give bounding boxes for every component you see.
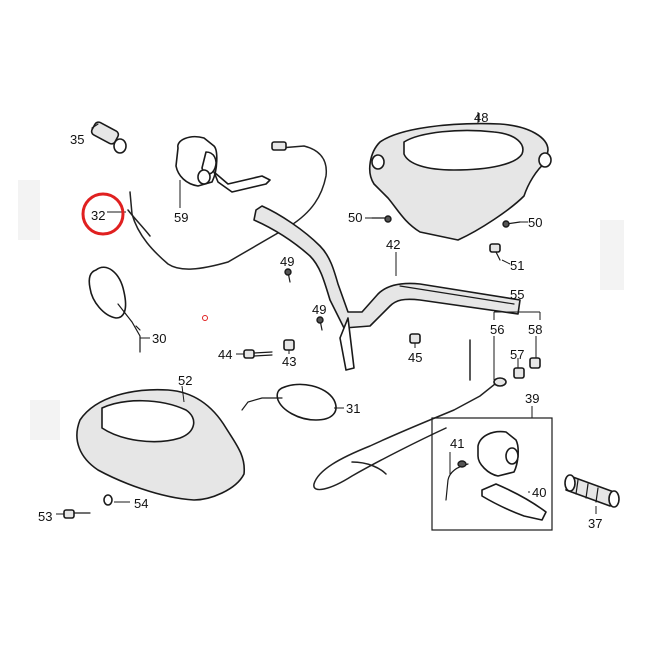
label-53: 53 xyxy=(38,509,52,524)
label-50-left: 50 xyxy=(348,210,362,225)
label-52: 52 xyxy=(178,373,192,388)
label-48: 48 xyxy=(474,110,488,125)
label-43: 43 xyxy=(282,354,296,369)
label-42: 42 xyxy=(386,237,400,252)
part-37-grip[interactable] xyxy=(564,474,620,514)
label-40: 40 xyxy=(532,485,546,500)
part-45-nut[interactable] xyxy=(409,333,421,348)
part-49-screw-lower[interactable] xyxy=(316,316,324,331)
label-56: 56 xyxy=(490,322,504,337)
label-39: 39 xyxy=(525,391,539,406)
part-49-screw-upper[interactable] xyxy=(284,268,292,283)
label-44: 44 xyxy=(218,347,232,362)
reference-dot xyxy=(202,315,208,321)
part-50-screw-right[interactable] xyxy=(502,220,528,228)
part-57-adjuster[interactable] xyxy=(513,358,525,379)
label-49-upper: 49 xyxy=(280,254,294,269)
part-58-nut[interactable] xyxy=(529,336,541,369)
highlight-circle-part-32 xyxy=(81,192,125,236)
label-55: 55 xyxy=(510,287,524,302)
label-31: 31 xyxy=(346,401,360,416)
part-51-bolt[interactable] xyxy=(489,243,511,265)
part-50-screw-left[interactable] xyxy=(365,215,392,223)
part-39-lever-assembly-box[interactable] xyxy=(431,406,553,531)
label-45: 45 xyxy=(408,350,422,365)
label-41: 41 xyxy=(450,436,464,451)
part-56-cable-end[interactable] xyxy=(493,336,507,387)
part-41-switch-wire[interactable] xyxy=(445,452,469,501)
part-31-mirror-right[interactable] xyxy=(241,383,344,421)
label-54: 54 xyxy=(134,496,148,511)
part-30-mirror-left[interactable] xyxy=(88,266,150,353)
part-43-nut[interactable] xyxy=(283,339,295,354)
label-58: 58 xyxy=(528,322,542,337)
part-54-washer[interactable] xyxy=(103,494,130,506)
part-48-handlebar-cover[interactable] xyxy=(368,112,552,241)
label-37: 37 xyxy=(588,516,602,531)
label-50-right: 50 xyxy=(528,215,542,230)
label-51: 51 xyxy=(510,258,524,273)
part-52-rear-cover[interactable] xyxy=(76,385,246,501)
part-53-bolt[interactable] xyxy=(56,509,91,519)
label-59: 59 xyxy=(174,210,188,225)
part-35-bar-end[interactable] xyxy=(90,121,127,154)
part-55-brake-cable[interactable] xyxy=(313,311,541,491)
part-59-switch-housing[interactable] xyxy=(175,135,271,208)
part-40-brake-lever[interactable] xyxy=(477,430,547,521)
label-57: 57 xyxy=(510,347,524,362)
background-artefacts xyxy=(18,180,624,440)
label-32: 32 xyxy=(91,208,105,223)
label-49-lower: 49 xyxy=(312,302,326,317)
label-35: 35 xyxy=(70,132,84,147)
part-42-handlebar[interactable] xyxy=(253,205,521,371)
label-30: 30 xyxy=(152,331,166,346)
part-44-bolt[interactable] xyxy=(236,349,273,359)
